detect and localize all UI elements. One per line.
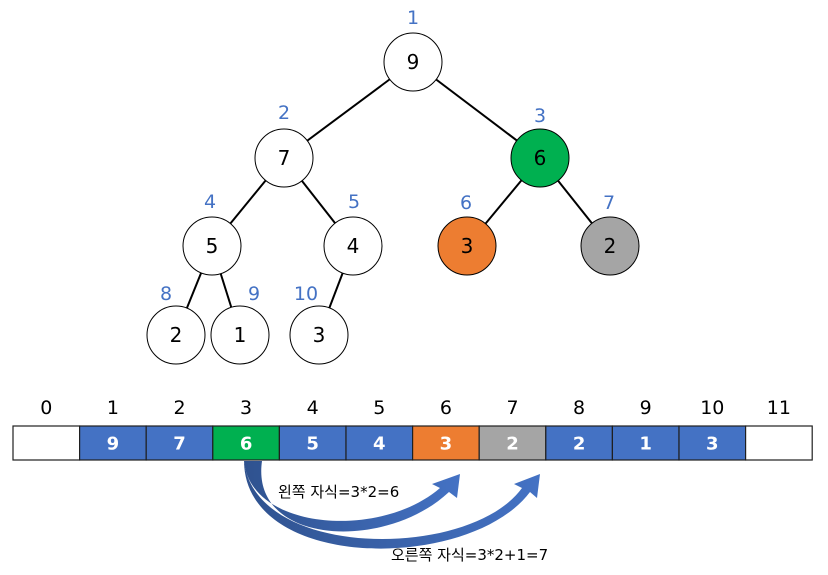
array-cell-value: 9 (107, 434, 120, 455)
array-index: 6 (440, 397, 452, 419)
tree-node: 28 (146, 283, 206, 365)
array-cell (611, 425, 680, 461)
array-cell (545, 425, 613, 461)
node-circle (146, 305, 206, 365)
node-index: 1 (407, 7, 419, 29)
node-index: 8 (160, 283, 172, 305)
node-index: 3 (534, 105, 546, 127)
array-cell (78, 425, 147, 461)
tree-node: 72 (254, 102, 314, 188)
array-cell-value: 1 (639, 434, 652, 455)
array-cell-value: 2 (573, 434, 586, 455)
array-index: 3 (240, 397, 252, 419)
tree-node: 3 10 (289, 283, 349, 365)
array-index: 8 (573, 397, 585, 419)
right-child-arrow (244, 461, 540, 549)
array-index: 5 (373, 397, 385, 419)
array-cell-value: 2 (506, 434, 519, 455)
node-circle (323, 216, 383, 276)
node-circle (383, 32, 443, 92)
array-index: 0 (40, 397, 52, 419)
array-cell (478, 425, 547, 461)
array-index: 7 (506, 397, 518, 419)
node-value: 4 (347, 234, 360, 258)
node-index: 5 (348, 191, 360, 213)
right-child-label: 오른쪽 자식=3*2+1=7 (391, 546, 548, 564)
node-circle (254, 128, 314, 188)
array-index: 9 (640, 397, 652, 419)
heap-array: 0 9 1 7 2 6 3 5 4 4 5 3 6 2 7 2 8 1 9 3 10 11 (12, 397, 813, 461)
tree-node: 27 (580, 192, 640, 276)
array-cell (744, 425, 813, 461)
array-cell (12, 425, 81, 461)
array-index: 10 (700, 397, 724, 419)
node-value: 2 (170, 323, 183, 347)
tree-node: 19 (210, 283, 270, 365)
node-index: 7 (603, 192, 615, 214)
node-index: 4 (204, 191, 216, 213)
left-child-arrow (244, 461, 460, 532)
node-value: 9 (407, 50, 420, 74)
node-circle (580, 216, 640, 276)
array-cell-value: 4 (373, 434, 386, 455)
array-cell (212, 425, 281, 461)
left-child-label: 왼쪽 자식=3*2=6 (278, 483, 399, 501)
tree-node: 54 (182, 191, 242, 276)
node-circle (437, 216, 497, 276)
array-index: 2 (173, 397, 185, 419)
array-cell-value: 6 (240, 434, 253, 455)
node-value: 6 (534, 146, 547, 170)
node-index: 6 (460, 192, 472, 214)
array-cell-value: 5 (306, 434, 319, 455)
node-value: 5 (206, 234, 219, 258)
array-cell (278, 425, 347, 461)
node-index: 9 (248, 283, 260, 305)
node-value: 3 (461, 234, 474, 258)
node-value: 1 (234, 323, 247, 347)
node-circle (510, 128, 570, 188)
tree-node: 63 (510, 105, 570, 188)
array-index: 1 (107, 397, 119, 419)
array-cell-value: 3 (440, 434, 453, 455)
node-index: 10 (294, 283, 318, 305)
node-circle (182, 216, 242, 276)
tree-node: 36 (437, 192, 497, 276)
array-index: 4 (307, 397, 319, 419)
tree-edges (175, 61, 611, 336)
array-cell-value: 3 (706, 434, 719, 455)
node-value: 2 (604, 234, 617, 258)
array-index: 11 (767, 397, 791, 419)
node-index: 2 (278, 102, 290, 124)
array-cell (345, 425, 414, 461)
node-circle (210, 305, 270, 365)
tree-node: 91 (383, 7, 443, 92)
tree-node: 45 (323, 191, 383, 276)
node-value: 3 (313, 323, 326, 347)
array-cell-value: 7 (173, 434, 186, 455)
node-circle (289, 305, 349, 365)
child-arrows (244, 461, 540, 549)
node-value: 7 (278, 146, 291, 170)
array-cell (678, 425, 747, 461)
